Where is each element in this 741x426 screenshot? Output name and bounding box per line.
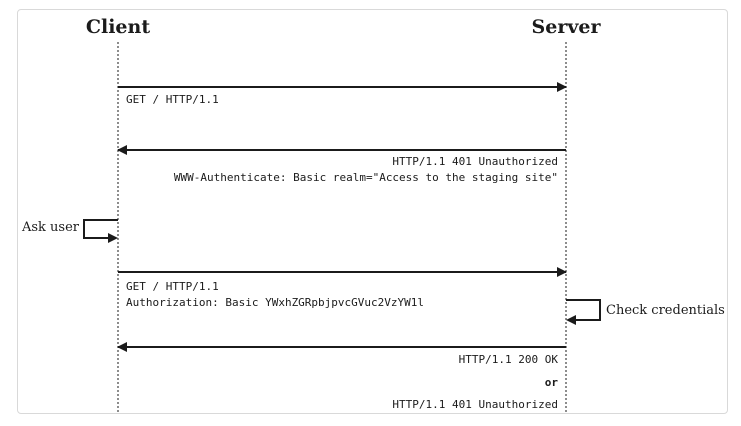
ask-user-loop [83, 219, 118, 239]
client-actor-label: Client [86, 16, 150, 38]
response-401-header-label: WWW-Authenticate: Basic realm="Access to… [174, 171, 558, 184]
server-actor-label: Server [532, 16, 602, 38]
request-2-line-label: GET / HTTP/1.1 [126, 280, 219, 293]
final-ok-label: HTTP/1.1 200 OK [459, 353, 559, 366]
check-credentials-arrowhead [566, 315, 576, 325]
check-credentials-loop [566, 299, 601, 321]
final-401-label: HTTP/1.1 401 Unauthorized [392, 398, 558, 411]
check-credentials-label: Check credentials [606, 303, 725, 318]
response-401-status-label: HTTP/1.1 401 Unauthorized [392, 155, 558, 168]
ask-user-arrowhead [108, 233, 118, 243]
ask-user-label: Ask user [21, 220, 80, 235]
request-1-label: GET / HTTP/1.1 [126, 93, 219, 106]
request-2-auth-label: Authorization: Basic YWxhZGRpbjpvcGVuc2V… [126, 296, 424, 309]
final-or-label: or [545, 376, 559, 389]
